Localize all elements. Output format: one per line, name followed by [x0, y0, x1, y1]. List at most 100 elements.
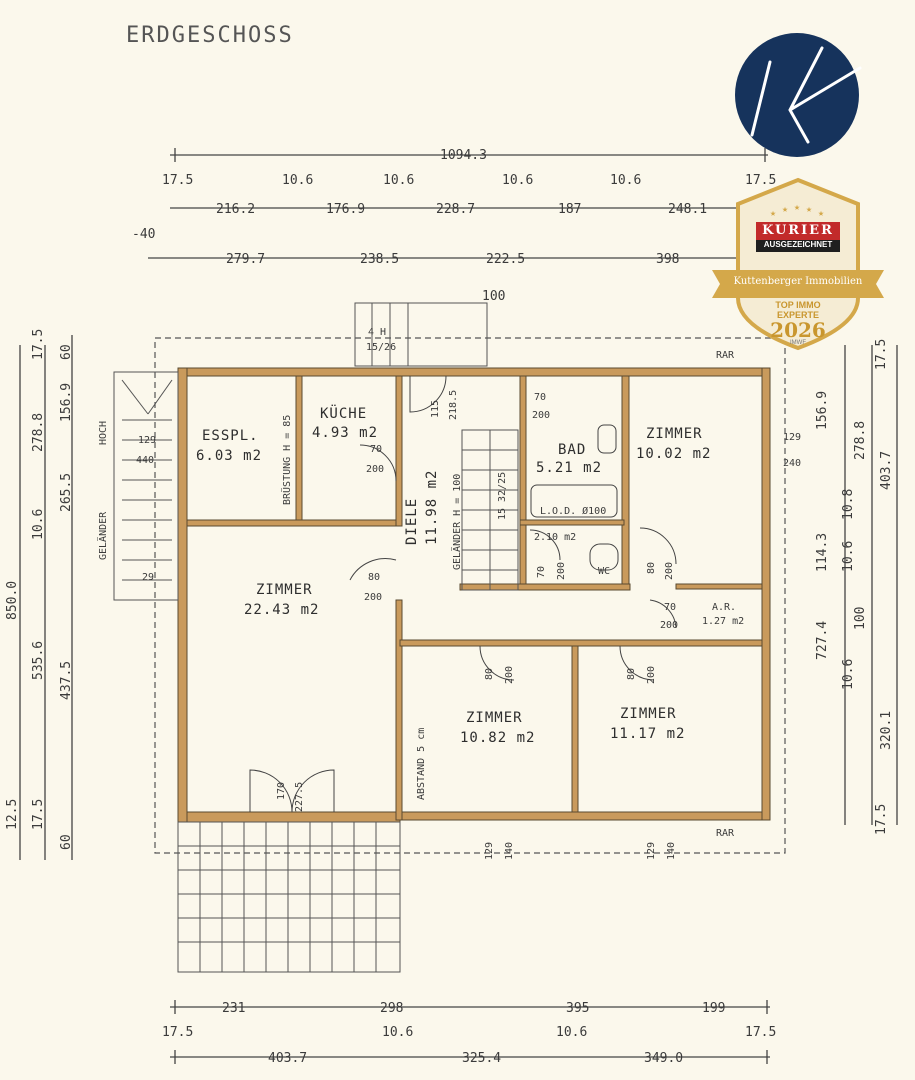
- dim-left-5: 10.6: [31, 509, 46, 540]
- dim-bot-r2-0: 17.5: [162, 1025, 193, 1040]
- stair-29: 29: [142, 572, 154, 583]
- dim-left-1: 60: [59, 344, 74, 360]
- room-labels: ESSPL. 6.03 m2 KÜCHE 4.93 m2 DIELE 11.98…: [196, 404, 744, 746]
- dim-top-r2-1: 176.9: [326, 202, 365, 217]
- dim-left-4: 265.5: [59, 473, 74, 512]
- room-zimmer3-name: ZIMMER: [466, 710, 523, 726]
- door-bad-h: 200: [532, 410, 550, 421]
- dim-100: 100: [482, 289, 505, 304]
- dim-top-r1-1: 10.6: [282, 173, 313, 188]
- room-zimmer2-area: 22.43 m2: [244, 602, 319, 618]
- award-badge: ★ ★ ★ ★ ★ KURIER AUSGEZEICHNET Kuttenber…: [708, 176, 888, 352]
- dim-left-0: 17.5: [31, 329, 46, 360]
- room-wc-area: 2.10 m2: [534, 532, 576, 543]
- door-kueche-w: 70: [370, 444, 382, 455]
- note-rar-bottom: RAR: [716, 828, 735, 839]
- room-bad-name: BAD: [558, 442, 586, 458]
- dim-right-3: 403.7: [879, 451, 894, 490]
- room-diele-area: 11.98 m2: [424, 470, 440, 545]
- award-ribbon: Kuttenberger Immobilien: [733, 276, 863, 287]
- dim-bot-r3-2: 349.0: [644, 1051, 683, 1066]
- misc-115: 115: [430, 400, 441, 418]
- award-foot: IMWF: [790, 340, 806, 346]
- dim-top-r1-3: 10.6: [502, 173, 533, 188]
- dim-left-8: 437.5: [59, 661, 74, 700]
- room-ar-area: 1.27 m2: [702, 616, 744, 627]
- dim-right-240: 240: [783, 458, 801, 469]
- dim-right-129: 129: [783, 432, 801, 443]
- svg-text:★: ★: [770, 208, 776, 219]
- award-top: KURIER: [762, 223, 834, 238]
- stars-icon: ★ ★ ★ ★ ★: [770, 202, 824, 219]
- dim-right-6: 10.6: [841, 541, 856, 572]
- dim-bot-r2-2: 10.6: [556, 1025, 587, 1040]
- svg-text:★: ★: [806, 204, 812, 215]
- misc-218: 218.5: [448, 390, 459, 420]
- bath-fixtures: [530, 424, 619, 571]
- bottom-dimensions: [170, 1000, 770, 1064]
- win-a-140: 140: [504, 842, 515, 860]
- dim-right-4: 10.8: [841, 489, 856, 520]
- dim-top-r2-0: 216.2: [216, 202, 255, 217]
- stair-1526: 15/26: [366, 342, 396, 353]
- dim-bot-r2-3: 17.5: [745, 1025, 776, 1040]
- award-line1: TOP IMMO: [775, 300, 821, 310]
- door-z2-w: 80: [368, 572, 380, 583]
- room-diele-name: DIELE: [404, 498, 420, 545]
- dim-top-r3-1: 238.5: [360, 252, 399, 267]
- svg-text:★: ★: [818, 208, 824, 219]
- dim-top-r3-2: 222.5: [486, 252, 525, 267]
- dim-top-r2-2: 228.7: [436, 202, 475, 217]
- door-swings: [249, 375, 677, 813]
- dim-top-r2-4: 248.1: [668, 202, 707, 217]
- room-bad-area: 5.21 m2: [536, 460, 602, 476]
- room-zimmer2-name: ZIMMER: [256, 582, 313, 598]
- dim-top-r2-3: 187: [558, 202, 581, 217]
- room-esspl-area: 6.03 m2: [196, 448, 262, 464]
- dim-right-1: 156.9: [815, 391, 830, 430]
- stair-4h: 4 H: [368, 327, 386, 338]
- award-year: 2026: [770, 318, 826, 342]
- door-z3-w: 80: [484, 668, 495, 680]
- dim-right-8: 100: [853, 607, 868, 630]
- plan-title: ERDGESCHOSS: [126, 23, 294, 48]
- left-dimensions: [19, 335, 73, 860]
- room-zimmer1-name: ZIMMER: [646, 426, 703, 442]
- dim-top-r1-5: 17.5: [745, 173, 776, 188]
- room-esspl-name: ESSPL.: [202, 428, 259, 444]
- note-bruestung: BRÜSTUNG H = 85: [280, 415, 293, 505]
- door-z1-h: 200: [664, 562, 675, 580]
- dim-right-2: 278.8: [853, 421, 868, 460]
- dim-bot-r1-3: 199: [702, 1001, 725, 1016]
- win-b-140: 140: [666, 842, 677, 860]
- label-hoch: HOCH: [98, 421, 109, 445]
- dim-top-r3-left: -40: [132, 227, 155, 242]
- room-zimmer3-area: 10.82 m2: [460, 730, 535, 746]
- dim-top-r1-4: 10.6: [610, 173, 641, 188]
- entry-stair: [354, 302, 488, 367]
- dim-bot-r2-1: 10.6: [382, 1025, 413, 1040]
- door-bad-w: 70: [534, 392, 546, 403]
- dim-left-2: 156.9: [59, 383, 74, 422]
- door-z2-h: 200: [364, 592, 382, 603]
- door-wc-w: 70: [536, 566, 547, 578]
- award-sub: AUSGEZEICHNET: [763, 240, 833, 249]
- dim-left-3: 278.8: [31, 413, 46, 452]
- dim-top-r3-0: 279.7: [226, 252, 265, 267]
- dim-right-10: 320.1: [879, 711, 894, 750]
- door-main-w: 170: [276, 782, 287, 800]
- door-z3-h: 200: [504, 666, 515, 684]
- dim-overall: 1094.3: [440, 148, 487, 163]
- dim-left-6: 850.0: [5, 581, 20, 620]
- door-z4-h: 200: [646, 666, 657, 684]
- room-kueche-area: 4.93 m2: [312, 425, 378, 441]
- room-ar-name: A.R.: [712, 602, 736, 613]
- dim-right-7: 727.4: [815, 621, 830, 660]
- door-ar-h: 200: [660, 620, 678, 631]
- svg-text:★: ★: [782, 204, 788, 215]
- dim-bot-r3-0: 403.7: [268, 1051, 307, 1066]
- left-dimension-labels: 17.5 60 156.9 278.8 265.5 10.6 850.0 535…: [5, 329, 109, 850]
- room-wc-name: WC: [598, 566, 610, 577]
- tub-label: L.O.D. Ø100: [540, 505, 606, 517]
